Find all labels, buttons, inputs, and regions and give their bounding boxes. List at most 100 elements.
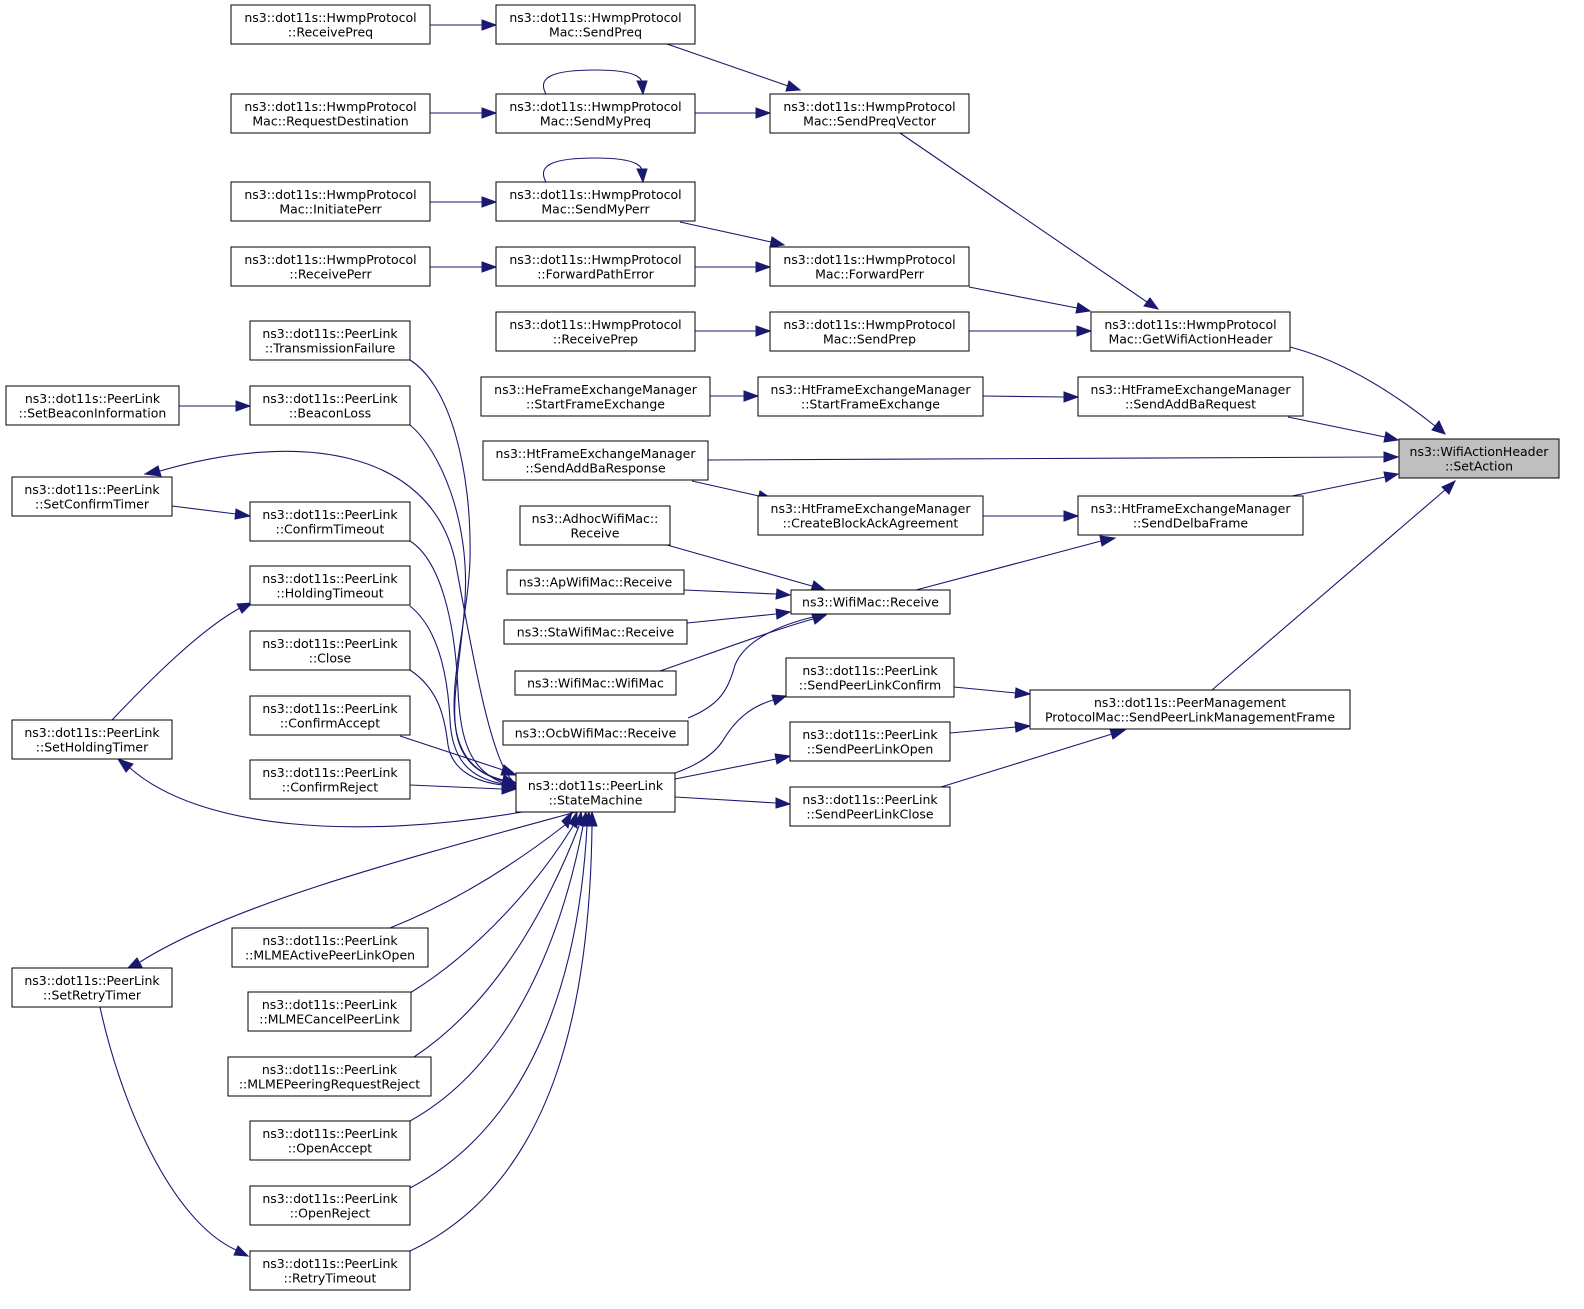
node-box [769,311,970,352]
node-label-line: ns3::dot11s::HwmpProtocol [509,317,681,332]
edge-hestartframeexchange-to-htstartframeexchange [710,390,760,402]
node-confirmreject[interactable]: ns3::dot11s::PeerLink::ConfirmReject [249,759,411,800]
node-beaconloss[interactable]: ns3::dot11s::PeerLink::BeaconLoss [249,385,411,426]
node-receivepreq[interactable]: ns3::dot11s::HwmpProtocol::ReceivePreq [230,4,431,45]
node-box [757,376,984,417]
edge-line [409,825,574,994]
node-label-line: ns3::ApWifiMac::Receive [519,575,673,590]
edge-line [915,540,1102,591]
node-label-line: ns3::dot11s::PeerLink [262,507,398,522]
node-setaction[interactable]: ns3::WifiActionHeader::SetAction [1398,438,1560,479]
node-box [1029,689,1351,730]
edge-receiveprep-to-sendprep [695,325,772,337]
node-box [249,501,411,542]
arrowhead-icon [774,753,792,765]
node-apreceive[interactable]: ns3::ApWifiMac::Receive [506,569,685,595]
node-senddelbaframe[interactable]: ns3::HtFrameExchangeManager::SendDelbaFr… [1077,495,1304,536]
node-setholdingtimer[interactable]: ns3::dot11s::PeerLink::SetHoldingTimer [11,719,173,760]
node-openaccept[interactable]: ns3::dot11s::PeerLink::OpenAccept [249,1120,411,1161]
node-label-line: ns3::dot11s::HwmpProtocol [244,99,416,114]
node-hestartframeexchange[interactable]: ns3::HeFrameExchangeManager::StartFrameE… [480,376,711,417]
node-holdingtimeout[interactable]: ns3::dot11s::PeerLink::HoldingTimeout [249,565,411,606]
node-stareceive[interactable]: ns3::StaWifiMac::Receive [503,619,688,645]
edge-initiateperr-to-sendmyperr [430,196,498,208]
node-box [495,93,696,134]
node-label-line: ns3::OcbWifiMac::Receive [515,726,677,741]
node-label-line: Mac::SendMyPreq [540,113,651,128]
node-label-line: ns3::dot11s::HwmpProtocol [509,99,681,114]
node-mlmecancelpeerlink[interactable]: ns3::dot11s::PeerLink::MLMECancelPeerLin… [247,991,412,1032]
edge-line [409,784,503,790]
node-box [785,657,955,698]
edge-sendpreqvector-to-getwifiactionheader [899,132,1160,310]
edge-line [982,395,1065,398]
arrowhead-icon [236,602,254,614]
node-wifimacreceive[interactable]: ns3::WifiMac::Receive [790,589,951,615]
edge-statemachine-to-sendpeerlinkopen [674,753,792,780]
node-receiveprep[interactable]: ns3::dot11s::HwmpProtocol::ReceivePrep [495,311,696,352]
node-forwardperr[interactable]: ns3::dot11s::HwmpProtocolMac::ForwardPer… [769,246,970,287]
node-sendpreqvector[interactable]: ns3::dot11s::HwmpProtocolMac::SendPreqVe… [769,93,970,134]
node-box [503,619,688,645]
node-requestdestination[interactable]: ns3::dot11s::HwmpProtocolMac::RequestDes… [230,93,431,134]
node-close[interactable]: ns3::dot11s::PeerLink::Close [249,630,411,671]
arrowhead-icon [755,107,772,119]
node-label-line: ::SendPeerLinkOpen [807,741,934,756]
node-label-line: ::SetAction [1445,458,1513,473]
node-label-line: ns3::dot11s::HwmpProtocol [244,252,416,267]
node-setbeaconinformation[interactable]: ns3::dot11s::PeerLink::SetBeaconInformat… [5,385,180,426]
node-sendaddbarequest[interactable]: ns3::HtFrameExchangeManager::SendAddBaRe… [1077,376,1304,417]
node-openreject[interactable]: ns3::dot11s::PeerLink::OpenReject [249,1185,411,1226]
node-label-line: ::StartFrameExchange [526,396,665,411]
edge-sendaddbaresponse-to-setaction [707,451,1400,463]
node-setconfirmtimer[interactable]: ns3::dot11s::PeerLink::SetConfirmTimer [11,476,173,517]
edge-retrytimeout-to-statemachine [409,810,598,1252]
node-box [506,569,685,595]
edge-receiveperr-to-forwardpatherror [430,261,498,273]
node-statemachine[interactable]: ns3::dot11s::PeerLink::StateMachine [515,772,676,813]
node-retrytimeout[interactable]: ns3::dot11s::PeerLink::RetryTimeout [249,1250,411,1291]
node-ocbreceive[interactable]: ns3::OcbWifiMac::Receive [502,720,689,746]
node-setretrytimer[interactable]: ns3::dot11s::PeerLink::SetRetryTimer [11,967,173,1008]
node-sendaddbaresponse[interactable]: ns3::HtFrameExchangeManager::SendAddBaRe… [482,440,709,481]
edge-getwifiactionheader-to-setaction [1289,346,1446,435]
edge-line [674,796,777,804]
node-sendpeerlinkclose[interactable]: ns3::dot11s::PeerLink::SendPeerLinkClose [789,786,951,827]
node-label-line: ns3::dot11s::PeerLink [262,1256,398,1271]
node-confirmaccept[interactable]: ns3::dot11s::PeerLink::ConfirmAccept [249,695,411,736]
node-transmissionfailure[interactable]: ns3::dot11s::PeerLink::TransmissionFailu… [249,320,411,361]
edge-openaccept-to-statemachine [409,810,589,1122]
arrowhead-icon [126,957,143,969]
edge-line [899,132,1148,303]
node-wifimacctor[interactable]: ns3::WifiMac::WifiMac [514,670,677,696]
node-label-line: ::SendAddBaRequest [1125,396,1256,411]
node-sendpeerlinkmgmt[interactable]: ns3::dot11s::PeerManagementProtocolMac::… [1029,689,1351,730]
node-receiveperr[interactable]: ns3::dot11s::HwmpProtocol::ReceivePerr [230,246,431,287]
node-box [789,786,951,827]
edge-line [940,733,1113,788]
edge-transmissionfailure-to-statemachine [409,359,518,786]
node-confirmtimeout[interactable]: ns3::dot11s::PeerLink::ConfirmTimeout [249,501,411,542]
node-adhocreceive[interactable]: ns3::AdhocWifiMac::Receive [519,505,671,546]
node-label-line: ns3::dot11s::HwmpProtocol [783,317,955,332]
edge-sendmypreq-to-sendpreqvector [695,107,772,119]
arrowhead-icon [743,390,760,402]
node-initiateperr[interactable]: ns3::dot11s::HwmpProtocolMac::InitiatePe… [230,181,431,222]
node-forwardpatherror[interactable]: ns3::dot11s::HwmpProtocol::ForwardPathEr… [495,246,696,287]
node-sendpeerlinkconfirm[interactable]: ns3::dot11s::PeerLink::SendPeerLinkConfi… [785,657,955,698]
node-sendpeerlinkopen[interactable]: ns3::dot11s::PeerLink::SendPeerLinkOpen [789,721,951,762]
node-label-line: ns3::dot11s::HwmpProtocol [783,99,955,114]
node-mlmeactivepeerlinkopen[interactable]: ns3::dot11s::PeerLink::MLMEActivePeerLin… [231,927,429,968]
node-getwifiactionheader[interactable]: ns3::dot11s::HwmpProtocolMac::GetWifiAct… [1090,311,1291,352]
edge-receivepreq-to-sendpreq [430,19,498,31]
edge-line [666,544,813,587]
node-mlmepeeringrequestreject[interactable]: ns3::dot11s::PeerLink::MLMEPeeringReques… [227,1056,432,1097]
node-box [249,630,411,671]
node-createblockackagreement[interactable]: ns3::HtFrameExchangeManager::CreateBlock… [757,495,984,536]
node-htstartframeexchange[interactable]: ns3::HtFrameExchangeManager::StartFrameE… [757,376,984,417]
arrowhead-icon [481,196,498,208]
